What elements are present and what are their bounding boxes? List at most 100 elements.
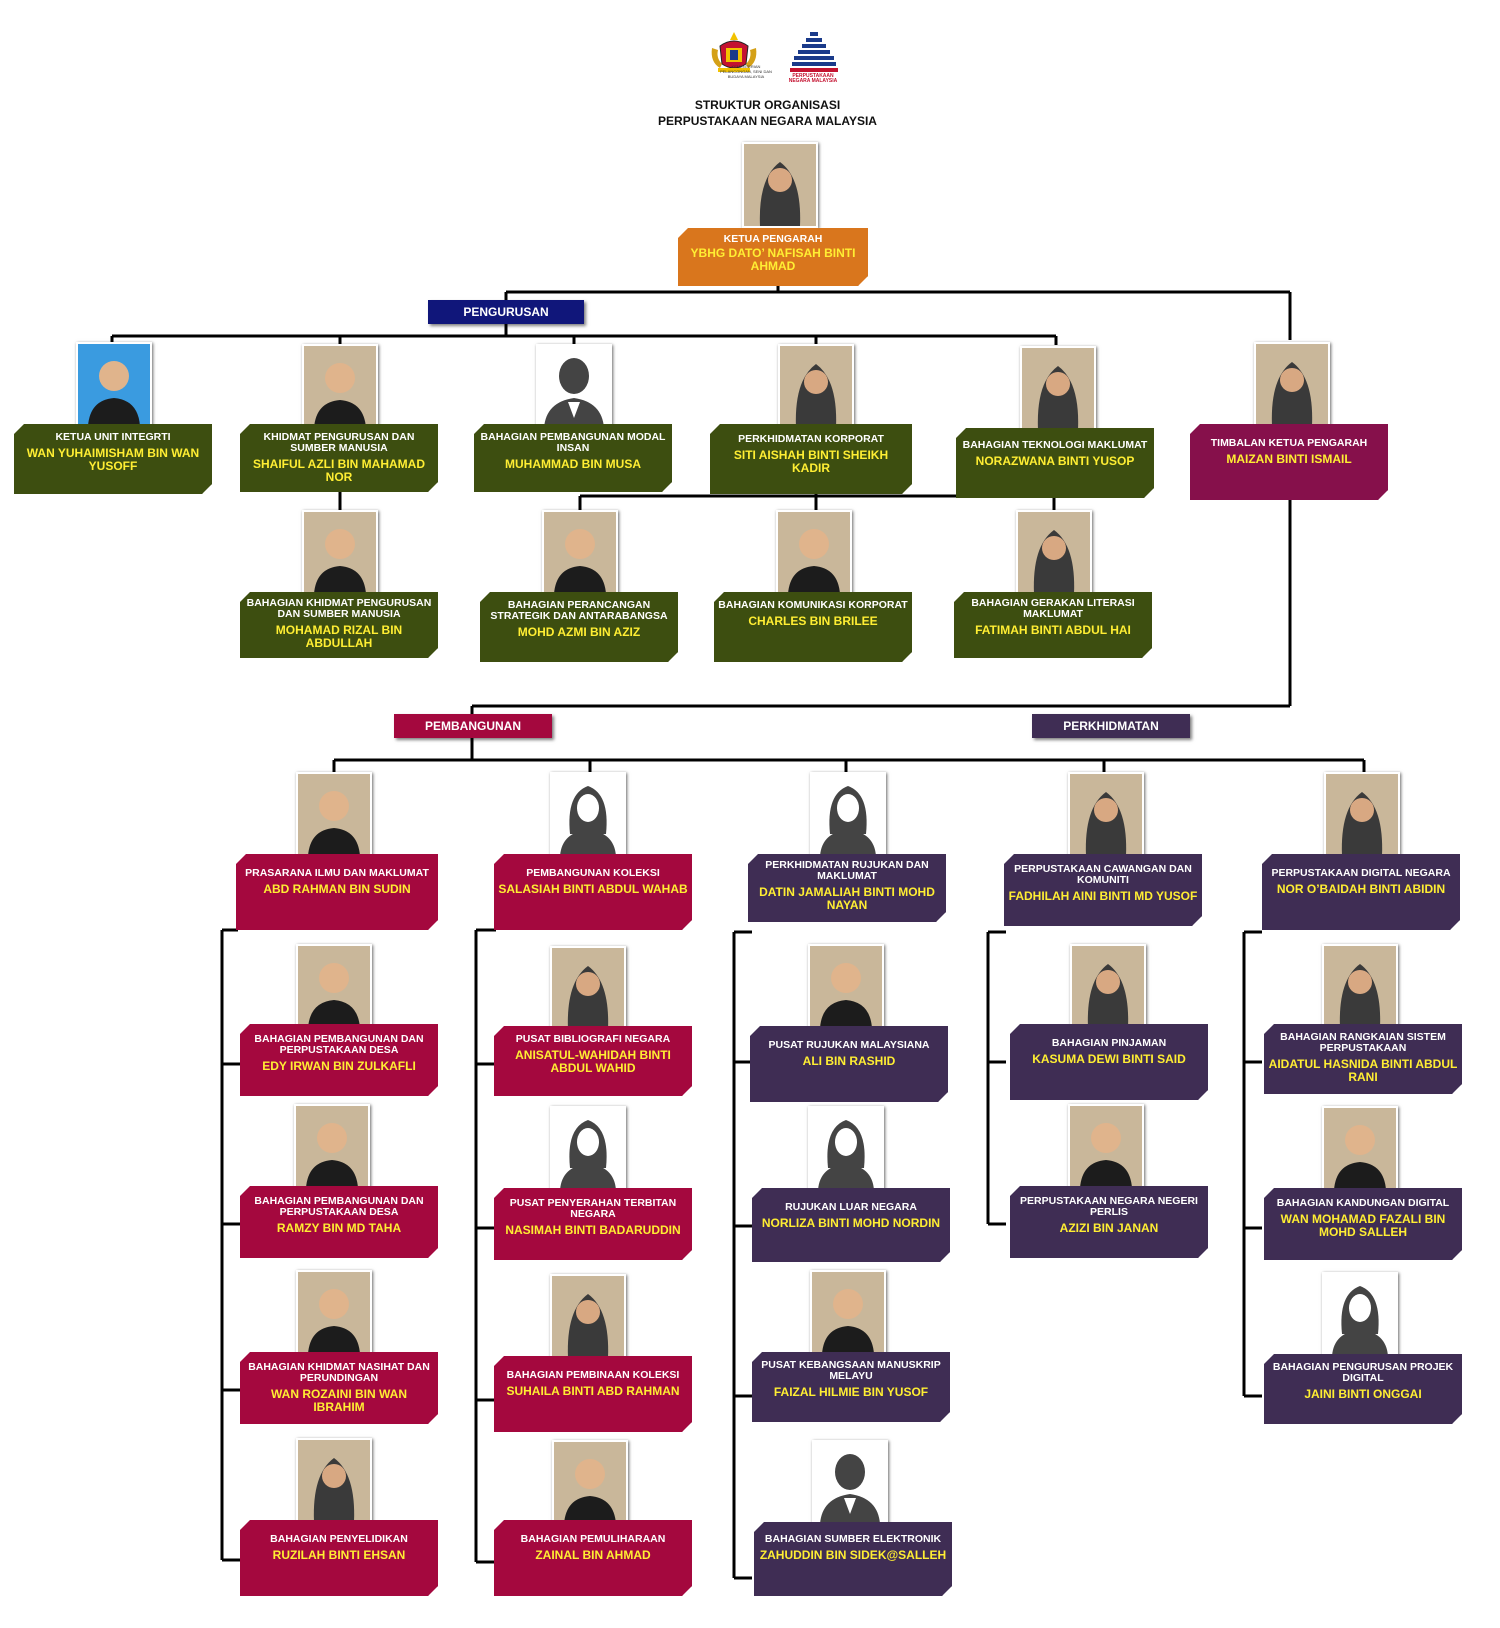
box-elektronik: BAHAGIAN SUMBER ELEKTRONIK ZAHUDDIN BIN … [754,1522,952,1596]
box-title: PRASARANA ILMU DAN MAKLUMAT [245,867,429,879]
photo-desa1 [296,944,372,1030]
photo-kandungan [1322,1106,1398,1192]
box-title: BAHAGIAN PEMBINAAN KOLEKSI [506,1369,680,1381]
box-integriti: KETUA UNIT INTEGRTI WAN YUHAIMISHAM BIN … [14,424,212,494]
box-title: BAHAGIAN PEMBANGUNAN DAN PERPUSTAKAAN DE… [254,1195,424,1218]
box-name: SHAIFUL AZLI BIN MAHAMAD NOR [253,457,425,484]
box-title: BAHAGIAN KHIDMAT NASIHAT DAN PERUNDINGAN [248,1361,430,1384]
box-name: NASIMAH BINTI BADARUDDIN [505,1223,681,1237]
box-title: PERKHIDMATAN KORPORAT [738,433,884,445]
box-teknologi: BAHAGIAN TEKNOLOGI MAKLUMAT NORAZWANA BI… [956,428,1154,498]
photo-luar-negara-placeholder [808,1106,884,1192]
box-name: WAN ROZAINI BIN WAN IBRAHIM [271,1387,407,1414]
photo-integriti [76,342,152,428]
box-title: BAHAGIAN RANGKAIAN SISTEM PERPUSTAKAAN [1280,1031,1446,1054]
box-manuskrip: PUSAT KEBANGSAAN MANUSKRIP MELAYU FAIZAL… [752,1352,950,1422]
box-name: RUZILAH BINTI EHSAN [272,1548,406,1562]
photo-rujukan-placeholder [810,772,886,858]
box-name: MOHD AZMI BIN AZIZ [517,625,641,639]
photo-desa2 [294,1104,370,1190]
box-name: ABD RAHMAN BIN SUDIN [263,882,411,896]
photo-digital [1324,772,1400,858]
box-cawangan: PERPUSTAKAAN CAWANGAN DAN KOMUNITI FADHI… [1004,854,1202,926]
photo-perlis [1068,1104,1144,1190]
box-perlis: PERPUSTAKAAN NEGARA NEGERI PERLIS AZIZI … [1010,1186,1208,1258]
photo-teknologi [1020,346,1096,432]
box-title: PERPUSTAKAAN NEGARA NEGERI PERLIS [1020,1195,1198,1218]
box-khidmat: KHIDMAT PENGURUSAN DAN SUMBER MANUSIA SH… [240,424,438,492]
photo-literasi [1016,510,1092,596]
box-name: CHARLES BIN BRILEE [748,614,878,628]
perpustakaan-negara-logo [790,32,838,72]
photo-pemuliharaan [552,1440,628,1526]
box-pemuliharaan: BAHAGIAN PEMULIHARAAN ZAINAL BIN AHMAD [494,1520,692,1596]
malaysia-coat-of-arms-logo [711,32,757,72]
logo1-caption: KEMENTERIAN PELANCONGAN, SENI DAN BUDAYA… [720,64,772,79]
box-title: TIMBALAN KETUA PENGARAH [1210,437,1368,449]
section-pembangunan: PEMBANGUNAN [394,714,552,738]
photo-projek-placeholder [1322,1272,1398,1358]
box-name: WAN YUHAIMISHAM BIN WAN YUSOFF [26,446,200,473]
box-title: BAHAGIAN TEKNOLOGI MAKLUMAT [962,439,1148,451]
box-korporat: PERKHIDMATAN KORPORAT SITI AISHAH BINTI … [710,424,912,494]
box-bkpsm: BAHAGIAN KHIDMAT PENGURUSAN DAN SUMBER M… [240,592,438,658]
photo-bkpsm [302,510,378,596]
box-title: BAHAGIAN PEMBANGUNAN DAN PERPUSTAKAAN DE… [254,1033,424,1056]
box-title: KETUA PENGARAH [723,233,823,245]
box-name: MUHAMMAD BIN MUSA [505,457,641,471]
box-name: AZIZI BIN JANAN [1059,1221,1159,1235]
photo-bibliografi [550,946,626,1032]
box-title: BAHAGIAN PINJAMAN [1051,1037,1167,1049]
logo2-caption: PERPUSTAKAAN NEGARA MALAYSIA [788,73,838,84]
box-name: AIDATUL HASNIDA BINTI ABDUL RANI [1268,1057,1458,1084]
photo-rujukan-msia [808,944,884,1030]
photo-khidmat [302,344,378,430]
photo-prasarana [296,772,372,858]
box-title: BAHAGIAN KHIDMAT PENGURUSAN DAN SUMBER M… [246,597,432,620]
box-title: BAHAGIAN GERAKAN LITERASI MAKLUMAT [971,597,1135,620]
photo-korporat [778,344,854,430]
box-luar-negara: RUJUKAN LUAR NEGARA NORLIZA BINTI MOHD N… [752,1188,950,1262]
box-modal-insan: BAHAGIAN PEMBANGUNAN MODAL INSAN MUHAMMA… [474,424,672,492]
box-name: KASUMA DEWI BINTI SAID [1032,1052,1186,1066]
box-pinjaman: BAHAGIAN PINJAMAN KASUMA DEWI BINTI SAID [1010,1024,1208,1100]
box-title: BAHAGIAN SUMBER ELEKTRONIK [764,1533,942,1545]
box-kandungan: BAHAGIAN KANDUNGAN DIGITAL WAN MOHAMAD F… [1264,1188,1462,1260]
chart-title-line1: STRUKTUR ORGANISASI [694,98,841,112]
box-title: PERPUSTAKAAN DIGITAL NEGARA [1271,867,1451,879]
box-name: EDY IRWAN BIN ZULKAFLI [262,1059,416,1073]
box-title: PUSAT PENYERAHAN TERBITAN NEGARA [509,1197,677,1220]
box-desa2: BAHAGIAN PEMBANGUNAN DAN PERPUSTAKAAN DE… [240,1186,438,1258]
box-title: KETUA UNIT INTEGRTI [55,431,171,443]
box-title: PERPUSTAKAAN CAWANGAN DAN KOMUNITI [1014,863,1192,886]
box-title: BAHAGIAN PEMULIHARAAN [520,1533,666,1545]
photo-komunikasi [776,510,852,596]
box-literasi: BAHAGIAN GERAKAN LITERASI MAKLUMAT FATIM… [954,592,1152,658]
box-title: PUSAT KEBANGSAAN MANUSKRIP MELAYU [761,1359,941,1382]
box-rujukan: PERKHIDMATAN RUJUKAN DAN MAKLUMAT DATIN … [748,854,946,922]
box-ketua-pengarah: KETUA PENGARAH YBHG DATO’ NAFISAH BINTI … [678,228,868,286]
box-name: ALI BIN RASHID [802,1054,896,1068]
box-timbalan: TIMBALAN KETUA PENGARAH MAIZAN BINTI ISM… [1190,424,1388,500]
box-name: ZAHUDDIN BIN SIDEK@SALLEH [759,1548,947,1562]
box-name: RAMZY BIN MD TAHA [276,1221,402,1235]
box-name: ZAINAL BIN AHMAD [535,1548,651,1562]
photo-pinjaman [1070,944,1146,1030]
box-name: SITI AISHAH BINTI SHEIKH KADIR [733,448,889,475]
box-title: RUJUKAN LUAR NEGARA [785,1201,917,1213]
box-penyelidikan: BAHAGIAN PENYELIDIKAN RUZILAH BINTI EHSA… [240,1520,438,1596]
photo-timbalan [1254,342,1330,428]
photo-penyerahan-placeholder [550,1106,626,1192]
photo-koleksi-placeholder [550,772,626,858]
box-title: PUSAT BIBLIOGRAFI NEGARA [515,1033,671,1045]
box-prasarana: PRASARANA ILMU DAN MAKLUMAT ABD RAHMAN B… [236,854,438,930]
box-name: DATIN JAMALIAH BINTI MOHD NAYAN [759,885,935,912]
photo-strategik [542,510,618,596]
photo-ketua-pengarah [742,142,818,228]
box-pembinaan: BAHAGIAN PEMBINAAN KOLEKSI SUHAILA BINTI… [494,1356,692,1432]
box-name: YBHG DATO’ NAFISAH BINTI AHMAD [690,246,856,273]
box-title: BAHAGIAN KOMUNIKASI KORPORAT [718,599,908,611]
box-nasihat: BAHAGIAN KHIDMAT NASIHAT DAN PERUNDINGAN… [240,1352,438,1424]
section-perkhidmatan: PERKHIDMATAN [1032,714,1190,738]
box-name: MOHAMAD RIZAL BIN ABDULLAH [275,623,403,650]
